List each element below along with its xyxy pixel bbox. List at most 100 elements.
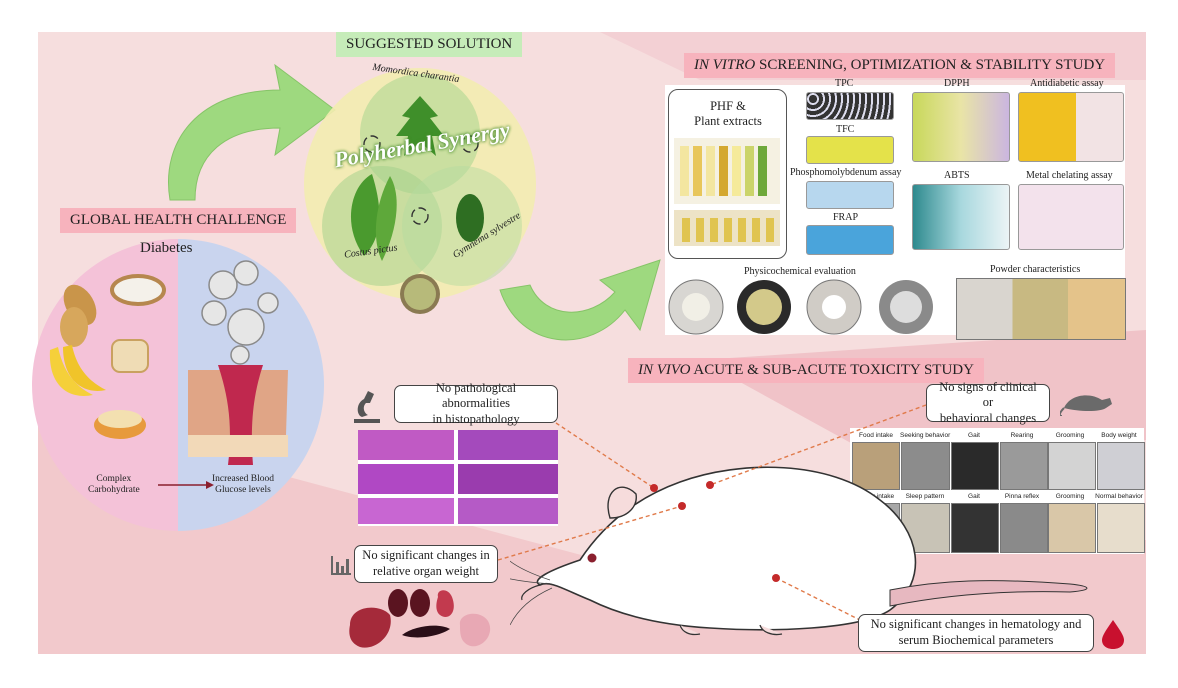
- callout-hema: No significant changes in hematology and…: [858, 614, 1094, 652]
- behavior-photo: [1048, 503, 1096, 553]
- label-antidiabetic: Antidiabetic assay: [1030, 78, 1104, 89]
- lung-icon: [459, 613, 491, 647]
- tag-in-vivo: IN VIVO ACUTE & SUB-ACUTE TOXICITY STUDY: [628, 358, 984, 383]
- label-metal: Metal chelating assay: [1026, 170, 1113, 181]
- label-behavior: Rearing: [1010, 432, 1034, 439]
- plate-abts: [912, 184, 1010, 250]
- histo-slide: [358, 498, 454, 524]
- label-behavior: Grooming: [1055, 432, 1085, 439]
- label-frap: FRAP: [833, 212, 859, 223]
- rat-ear: [607, 486, 637, 519]
- label-abts: ABTS: [944, 170, 970, 181]
- kidney-icon: [410, 589, 430, 617]
- gymnema-leaf: [456, 194, 484, 242]
- label-tfc: TFC: [836, 124, 855, 135]
- rat-paw: [679, 624, 701, 636]
- label-tpc: TPC: [835, 78, 854, 89]
- bread-icon: [111, 339, 149, 373]
- rat-paw: [759, 624, 783, 636]
- behavior-photo: [852, 442, 900, 490]
- label-behavior: Seeking behavior: [900, 432, 951, 439]
- oats: [98, 410, 142, 428]
- blood-drop-icon: [1102, 620, 1124, 649]
- histo-panel: [358, 430, 558, 526]
- venn-diagram: [304, 68, 536, 314]
- histo-slide: [458, 498, 558, 524]
- rat-eye: [587, 553, 597, 563]
- rat-nose: [521, 584, 541, 601]
- marker-dot: [678, 502, 686, 510]
- heart-icon: [436, 590, 454, 617]
- microscope-icon: [354, 391, 380, 423]
- organs-illustration: [349, 589, 491, 648]
- histo-slide: [458, 430, 558, 460]
- label-behavior: Gait: [968, 432, 980, 439]
- costus-leaf-2: [375, 176, 397, 261]
- arrow-to-invitro: [499, 259, 661, 341]
- cycle-arrows-icon: [461, 135, 479, 153]
- rat-tail: [889, 580, 1088, 607]
- behavior-photo: [1048, 442, 1096, 490]
- phf-title: PHF &Plant extracts: [694, 99, 762, 128]
- glucose-molecule-icon: [227, 308, 265, 346]
- costus-leaf: [350, 174, 380, 256]
- tag-in-vitro: IN VITRO SCREENING, OPTIMIZATION & STABI…: [684, 53, 1116, 78]
- label-behavior: Pinna reflex: [1004, 493, 1040, 500]
- histo-slide: [358, 464, 454, 494]
- rice-bowl-icon: [110, 274, 166, 306]
- label-phospho: Phosphomolybdenum assay: [790, 167, 902, 178]
- behavior-photo: [1097, 442, 1145, 490]
- phf-tubes: [674, 138, 780, 246]
- marker-dot: [650, 484, 658, 492]
- arrow-to-solution: [168, 63, 336, 201]
- plate-tpc: [806, 92, 894, 120]
- behavior-photo: [1097, 503, 1145, 553]
- label-physico: Physicochemical evaluation: [744, 266, 856, 277]
- glucose-molecule-icon: [208, 270, 238, 300]
- glucose-molecule-icon: [233, 260, 259, 286]
- behavior-photo: [1000, 503, 1048, 553]
- rat-whiskers: [510, 560, 553, 626]
- plate-metal: [1018, 184, 1124, 250]
- label-powder: Powder characteristics: [990, 264, 1081, 275]
- tag-global-health: GLOBAL HEALTH CHALLENGE: [60, 208, 297, 233]
- kidney-icon: [388, 589, 408, 617]
- behavior-photo: [951, 503, 999, 553]
- physico-dishes: [668, 279, 933, 335]
- diabetes-title: Diabetes: [140, 240, 193, 256]
- glucose-molecule-icon: [201, 300, 227, 326]
- diabetes-circle: [32, 239, 324, 531]
- banana-icon: [49, 347, 93, 396]
- marker-dot: [772, 574, 780, 582]
- histo-slide: [458, 464, 558, 494]
- fat-layer: [188, 435, 288, 457]
- label-behavior: Grooming: [1055, 493, 1085, 500]
- plate-frap: [806, 225, 894, 255]
- rat-silhouette-icon: [1060, 395, 1112, 416]
- cycle-arrows-icon: [363, 135, 381, 153]
- spleen-icon: [402, 625, 450, 638]
- banana-icon: [63, 345, 106, 391]
- behavior-photo: [901, 442, 950, 490]
- marker-dot: [706, 481, 714, 489]
- bar-chart-icon: [331, 556, 351, 575]
- plate-antidiabetic: [1018, 92, 1124, 162]
- plate-phospho: [806, 181, 894, 209]
- glucose-molecule-icon: [257, 292, 279, 314]
- powder: [404, 278, 436, 310]
- potato-icon: [60, 307, 88, 347]
- label-behavior: Body weight: [1101, 432, 1137, 439]
- liver-icon: [349, 607, 391, 648]
- behavior-photo: [951, 442, 999, 490]
- arrow-head: [206, 481, 214, 489]
- powder-photos: [956, 278, 1126, 340]
- bitter-gourd-leaf: [396, 96, 444, 156]
- label-dpph: DPPH: [944, 78, 970, 89]
- label-behavior: Food intake: [859, 432, 893, 439]
- cycle-arrows-icon: [411, 207, 429, 225]
